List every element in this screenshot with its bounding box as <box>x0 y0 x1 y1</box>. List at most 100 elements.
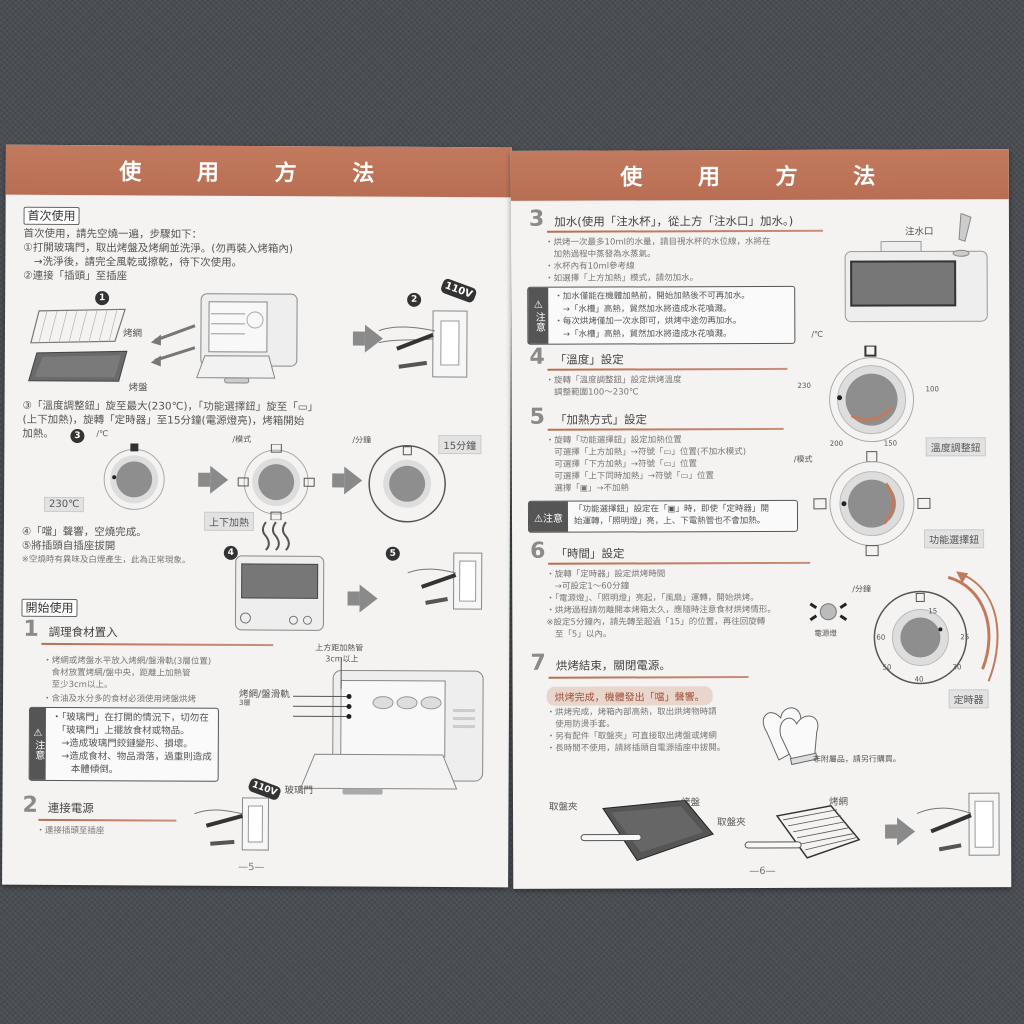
first-use-step4-line: ④「噹」聲響，空燒完成。 <box>21 525 147 539</box>
mitt-note: 非附屬品，請另行購買。 <box>812 754 901 764</box>
dial-tick: 25 <box>960 633 970 642</box>
step-title: 連接電源 <box>47 800 94 816</box>
step-4-header: 4 「溫度」設定 <box>529 344 624 370</box>
oven-water-inlet-illustration <box>844 213 988 323</box>
unplug-illustration <box>407 552 483 610</box>
gear-icon: /模式 <box>793 454 813 464</box>
step5-bullet-2: 可選擇「上方加熱」→符號「▭」位置(不加水模式) <box>545 447 747 458</box>
first-use-note: ※空燒時有異味及白煙產生，此為正常現象。 <box>21 554 191 566</box>
power-light-label: 電源燈 <box>814 628 837 638</box>
tray-with-clip-illustration <box>580 800 714 862</box>
dial-tick: 60 <box>876 633 886 642</box>
figure-number-3: 3 <box>70 429 85 444</box>
dial-tick: 200 <box>829 439 844 448</box>
step7-bullet-3: ・另有配件「取盤夾」可直接取出烤盤或烤網 <box>546 731 717 742</box>
figure-number-5: 5 <box>385 546 400 561</box>
page-number: —6— <box>749 865 776 878</box>
dial-tick: 230 <box>797 381 811 390</box>
temperature-dial-illustration <box>829 345 915 443</box>
first-use-label: 首次使用 <box>23 206 80 226</box>
mode-dial-illustration <box>813 451 931 557</box>
rack-with-clip-illustration <box>744 804 861 859</box>
step-6-header: 6 「時間」設定 <box>530 538 624 564</box>
step6-bullet-2: →可設定1～60分鐘 <box>546 581 630 592</box>
first-use-step5-line: ⑤將插頭自插座拔開 <box>21 539 116 553</box>
warning-icon: ⚠ 注意 <box>528 287 549 344</box>
step-number: 1 <box>23 616 39 642</box>
dial-tick: 30 <box>952 663 962 672</box>
thermometer-icon: /℃ <box>96 429 109 439</box>
section-rule <box>548 561 811 565</box>
manual-page-left: 使 用 方 法 首次使用 首次使用，請先空燒一遍，步驟如下： ①打開玻璃門，取出… <box>2 144 512 888</box>
figure-number-2: 2 <box>407 292 422 307</box>
step-title: 烘烤結束，關閉電源。 <box>555 658 671 673</box>
section-rule <box>38 818 177 822</box>
arrow-right-icon <box>210 465 229 494</box>
step4-bullet-1: ・旋轉「溫度調整鈕」設定烘烤溫度 <box>545 375 682 386</box>
first-use-line-4: ②連接「插頭」至插座 <box>23 269 128 283</box>
timer-dial-name-tag: 定時器 <box>948 689 989 709</box>
step6-bullet-3: ・「電源燈」、「照明燈」亮起，「風扇」運轉，開始烘烤。 <box>546 593 759 604</box>
step-number: 7 <box>530 650 546 676</box>
step3-bullet-4: ・如選擇「上方加熱」模式，請勿加水。 <box>545 273 699 284</box>
temperature-dial-icon <box>103 443 165 510</box>
power-light-icon <box>809 602 848 622</box>
step4-bullet-2: 調整範圍100～230℃ <box>545 387 639 398</box>
dial-tick: 150 <box>883 439 898 448</box>
first-use-step3-line-2: (上下加熱)，旋轉「定時器」至15分鐘(電源燈亮)，烤箱開始 <box>22 413 305 428</box>
temperature-dial-name-tag: 溫度調整鈕 <box>925 437 986 457</box>
step5-bullet-5: 選擇「▣」→不加熱 <box>545 483 630 494</box>
rack-and-tray-illustration <box>28 308 128 382</box>
step6-bullet-1: ・旋轉「定時器」設定烘烤時間 <box>546 569 666 580</box>
step-5-header: 5 「加熱方式」設定 <box>529 404 647 430</box>
timer-dial-illustration <box>873 571 999 685</box>
step-title: 加水(使用「注水杯」，從上方「注水口」加水。) <box>554 213 794 229</box>
step-title: 「溫度」設定 <box>554 352 624 367</box>
manual-page-right: 使 用 方 法 3 加水(使用「注水杯」，從上方「注水口」加水。) ・烘烤一次最… <box>510 149 1012 889</box>
dial-tick: 50 <box>882 663 892 672</box>
step-number: 5 <box>529 404 545 430</box>
step3-bullet-2: 加熱過程中蒸發為水蒸氣。 <box>545 249 656 260</box>
caution-text: ・「玻璃門」在打開的情況下，切勿在 「玻璃門」上擺放食材或物品。 →造成玻璃門鉸… <box>51 711 212 776</box>
dial-tick: 15 <box>928 607 938 616</box>
step-7-header: 7 烘烤結束，關閉電源。 <box>530 650 671 676</box>
step-number: 3 <box>528 206 545 232</box>
thermometer-icon: /℃ <box>811 329 824 339</box>
rails-sublabel: 3層 <box>239 698 251 707</box>
rack-label: 烤網 <box>122 328 142 340</box>
page-number: —5— <box>238 861 265 874</box>
page-banner: 使 用 方 法 <box>510 149 1009 201</box>
page-banner: 使 用 方 法 <box>5 144 512 198</box>
step3-bullet-3: ・水杯內有10ml參考線 <box>545 261 635 272</box>
mode-dial-icon <box>237 443 315 521</box>
unplug-illustration <box>916 792 1000 856</box>
dial-tick: 100 <box>925 385 939 394</box>
mode-dial-name-tag: 功能選擇鈕 <box>924 529 985 549</box>
plug-in-illustration <box>378 310 468 378</box>
arrow-right-icon <box>359 584 378 613</box>
step7-bullet-2: 使用防燙手套。 <box>546 719 615 730</box>
step-number: 6 <box>530 538 546 564</box>
warning-icon: ⚠注意 <box>528 501 569 532</box>
first-use-step3-line-1: ③「溫度調整鈕」旋至最大(230℃)，「功能選擇鈕」旋至「▭」 <box>22 399 319 414</box>
first-use-line-3: →洗淨後，請完全風乾或擦乾，待下次使用。 <box>23 255 243 269</box>
step-number: 4 <box>529 344 545 370</box>
caution-box: ⚠ 注意 ・「玻璃門」在打開的情況下，切勿在 「玻璃門」上擺放食材或物品。 →造… <box>28 706 219 782</box>
step7-bullet-1: ・烘烤完成，烤箱內部高熱，取出烘烤物時請 <box>546 707 717 718</box>
start-step-1-header: 1 調理食材置入 <box>23 616 117 642</box>
dial-tick: 40 <box>914 675 924 684</box>
section-rule <box>41 642 274 647</box>
step5-bullet-3: 可選擇「下方加熱」→符號「▭」位置 <box>545 459 697 470</box>
first-use-line-2: ①打開玻璃門，取出烤盤及烤網並洗淨。(勿再裝入烤箱內) <box>23 241 294 256</box>
completion-highlight: 烘烤完成，機體發出「噹」聲響。 <box>546 686 713 706</box>
caution-box-water: ⚠ 注意 ・加水僅能在機體加熱前，開始加熱後不可再加水。 →「水槽」高熱，貿然加… <box>527 285 796 345</box>
step1-bullet-4: ・含油及水分多的食材必須使用烤盤烘烤 <box>43 693 197 705</box>
section-rule <box>547 367 788 371</box>
caution-text: ・加水僅能在機體加熱前，開始加熱後不可再加水。 →「水槽」高熱，貿然加水將造成水… <box>554 291 750 340</box>
step-title: 「加熱方式」設定 <box>554 412 647 427</box>
step1-bullet-3: 至少3cm以上。 <box>43 679 113 691</box>
section-rule <box>546 229 823 233</box>
step6-bullet-4: ・烘烤過程請勿離開本烤箱太久，應隨時注意食材烘烤情形。 <box>546 604 776 616</box>
glass-door-label: 玻璃門 <box>284 785 314 797</box>
open-oven-illustration <box>150 293 298 384</box>
